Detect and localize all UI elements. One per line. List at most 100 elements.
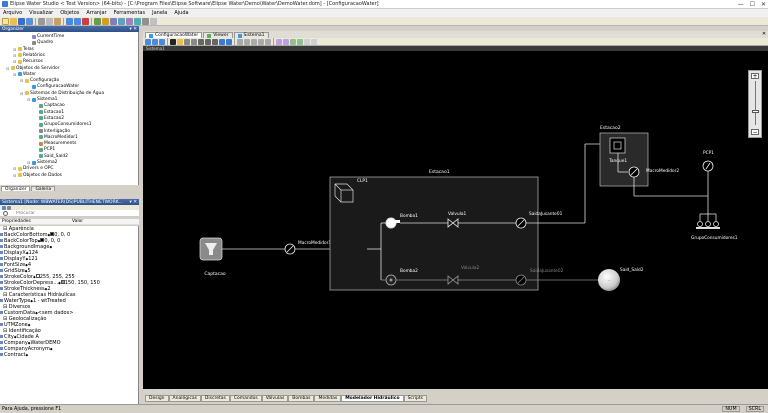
property-value[interactable]: 0, 0, 0 bbox=[44, 238, 61, 244]
expand-icon[interactable]: ⊟ bbox=[20, 78, 24, 84]
property-row[interactable]: DisplayX◆124 bbox=[0, 250, 138, 256]
property-row[interactable]: StrokeColor◆255, 255, 255 bbox=[0, 274, 138, 280]
valvula2-object[interactable]: Valvula2 bbox=[447, 265, 480, 285]
tree-item[interactable]: Said_Saíd2 bbox=[34, 154, 68, 159]
options-icon[interactable] bbox=[150, 17, 157, 25]
zoom-icon[interactable] bbox=[184, 38, 190, 45]
close-button[interactable]: ✕ bbox=[760, 1, 766, 8]
layer-tab[interactable]: Bombas bbox=[288, 394, 315, 402]
property-row[interactable]: StrokeColorDepress...◆150, 150, 150 bbox=[0, 280, 138, 286]
zoom-in-icon[interactable]: + bbox=[751, 73, 759, 80]
property-value[interactable]: Cidade A bbox=[16, 334, 39, 340]
tree-item[interactable]: Interligação bbox=[34, 129, 70, 134]
tree-item[interactable]: ⊟Sistema2 bbox=[27, 160, 57, 165]
tree-item[interactable]: Estacao1 bbox=[34, 110, 64, 115]
pointer-icon[interactable] bbox=[170, 38, 176, 45]
redo-icon[interactable] bbox=[159, 38, 165, 45]
new-icon[interactable] bbox=[2, 17, 9, 25]
collapse-icon[interactable]: ⊟ bbox=[3, 292, 9, 298]
tree-item[interactable]: PCP1 bbox=[34, 147, 55, 152]
tree-item[interactable]: Measurements bbox=[34, 141, 76, 146]
delete-icon[interactable] bbox=[82, 17, 89, 25]
build-icon[interactable] bbox=[102, 17, 109, 25]
bomba2-object[interactable]: Bomba2 bbox=[385, 268, 418, 286]
app-icon[interactable] bbox=[110, 17, 117, 25]
grid-icon[interactable] bbox=[142, 17, 149, 25]
property-row[interactable]: BackColorBottom◆0, 0, 0 bbox=[0, 232, 138, 238]
layer-tab[interactable]: Design bbox=[145, 394, 169, 402]
menu-visualizar[interactable]: Visualizar bbox=[29, 10, 54, 16]
tree-item[interactable]: ⊟Sistemas de Distribuição de Água bbox=[20, 91, 104, 96]
property-row[interactable]: UTMZone◆ bbox=[0, 322, 138, 328]
align-top-icon[interactable] bbox=[258, 38, 264, 45]
connector-icon[interactable] bbox=[219, 38, 225, 45]
estacao1-box[interactable] bbox=[329, 176, 539, 291]
menu-arquivo[interactable]: Arquivo bbox=[3, 10, 23, 16]
tree-item[interactable]: Quadro bbox=[27, 40, 53, 45]
snap-icon[interactable] bbox=[311, 38, 317, 45]
property-value[interactable]: 5 bbox=[27, 268, 31, 274]
save-icon[interactable] bbox=[18, 17, 25, 25]
property-row[interactable]: CompanyAcronym◆ bbox=[0, 346, 138, 352]
color-swatch[interactable] bbox=[50, 232, 55, 236]
close-doc-icon[interactable]: ✕ bbox=[761, 31, 767, 37]
paste-icon[interactable] bbox=[54, 17, 61, 25]
menu-janela[interactable]: Janela bbox=[152, 10, 168, 16]
property-category[interactable]: ⊟ Geolocalização bbox=[0, 316, 138, 322]
tree-item[interactable]: ⊟Drivers e OPC bbox=[13, 166, 53, 171]
tree-item[interactable]: ⊟Configuração bbox=[20, 78, 59, 83]
expand-icon[interactable]: ⊟ bbox=[27, 160, 31, 165]
tools-icon[interactable] bbox=[126, 17, 133, 25]
search-input[interactable] bbox=[16, 210, 126, 216]
doc-tab[interactable]: ConfiguracaoWater bbox=[145, 32, 203, 38]
color-swatch[interactable] bbox=[40, 238, 45, 242]
drawing-canvas[interactable]: Captacao MacroMedidor1 Estacao1 CLP1 Bom… bbox=[143, 51, 768, 389]
tab-organizer[interactable]: Organizer bbox=[1, 186, 31, 192]
macromedidor2-object[interactable]: MacroMedidor2 bbox=[628, 166, 679, 178]
tree-item[interactable]: CurrentTime bbox=[27, 34, 64, 39]
collapse-icon[interactable]: ⊟ bbox=[3, 304, 9, 310]
property-row[interactable]: Contract◆ bbox=[0, 352, 138, 358]
tree-item[interactable]: Captacao bbox=[34, 103, 65, 108]
property-row[interactable]: StrokeThickness◆2 bbox=[0, 286, 138, 292]
save-all-icon[interactable] bbox=[26, 17, 33, 25]
property-value[interactable]: 255, 255, 255 bbox=[39, 274, 75, 280]
undo-icon[interactable] bbox=[152, 38, 158, 45]
tree-item[interactable]: ⊟Objetos de Dados bbox=[13, 173, 62, 178]
zoom-out-icon[interactable]: − bbox=[751, 129, 759, 136]
property-category[interactable]: ⊟ Aparência bbox=[0, 226, 138, 232]
open-icon[interactable] bbox=[10, 17, 17, 25]
minimize-button[interactable]: — bbox=[737, 1, 744, 8]
align-center-icon[interactable] bbox=[244, 38, 250, 45]
property-value[interactable]: WaterDEMO bbox=[30, 340, 61, 346]
send-back-icon[interactable] bbox=[297, 38, 303, 45]
tree-item[interactable]: ⊟Water bbox=[13, 72, 36, 77]
expand-icon[interactable]: ⊟ bbox=[13, 52, 17, 58]
property-row[interactable]: BackColorTop◆0, 0, 0 bbox=[0, 238, 138, 244]
run-icon[interactable] bbox=[94, 17, 101, 25]
medidor-saida1-object[interactable]: SaidaJusante01 bbox=[515, 211, 563, 229]
clp1-object[interactable]: CLP1 bbox=[334, 178, 368, 203]
line-icon[interactable] bbox=[198, 38, 204, 45]
pipe-icon[interactable] bbox=[226, 38, 232, 45]
tree-item[interactable]: Estacao2 bbox=[34, 116, 64, 121]
group-icon[interactable] bbox=[276, 38, 282, 45]
expand-icon[interactable]: ⊟ bbox=[6, 65, 10, 71]
doc-tab[interactable]: Sistema1 bbox=[233, 32, 269, 38]
collapse-icon[interactable]: ⊟ bbox=[3, 328, 9, 334]
color-swatch[interactable] bbox=[60, 280, 65, 284]
alphabetical-icon[interactable] bbox=[7, 205, 11, 210]
expand-icon[interactable]: ⊟ bbox=[13, 46, 17, 52]
property-value[interactable]: 121 bbox=[28, 256, 38, 262]
align-right-icon[interactable] bbox=[251, 38, 257, 45]
cut-icon[interactable] bbox=[38, 17, 45, 25]
property-row[interactable]: CustomData◆<sem dados> bbox=[0, 310, 138, 316]
doc-tab[interactable]: Viewer bbox=[203, 32, 233, 38]
expand-icon[interactable]: ⊟ bbox=[20, 90, 24, 96]
property-category[interactable]: ⊟ Identificação bbox=[0, 328, 138, 334]
maximize-button[interactable]: ☐ bbox=[749, 1, 755, 8]
layer-tab[interactable]: Medidas bbox=[314, 394, 342, 402]
grid-icon[interactable] bbox=[304, 38, 310, 45]
color-swatch[interactable] bbox=[35, 274, 40, 278]
macromedidor1-object[interactable]: MacroMedidor1 bbox=[284, 240, 331, 255]
